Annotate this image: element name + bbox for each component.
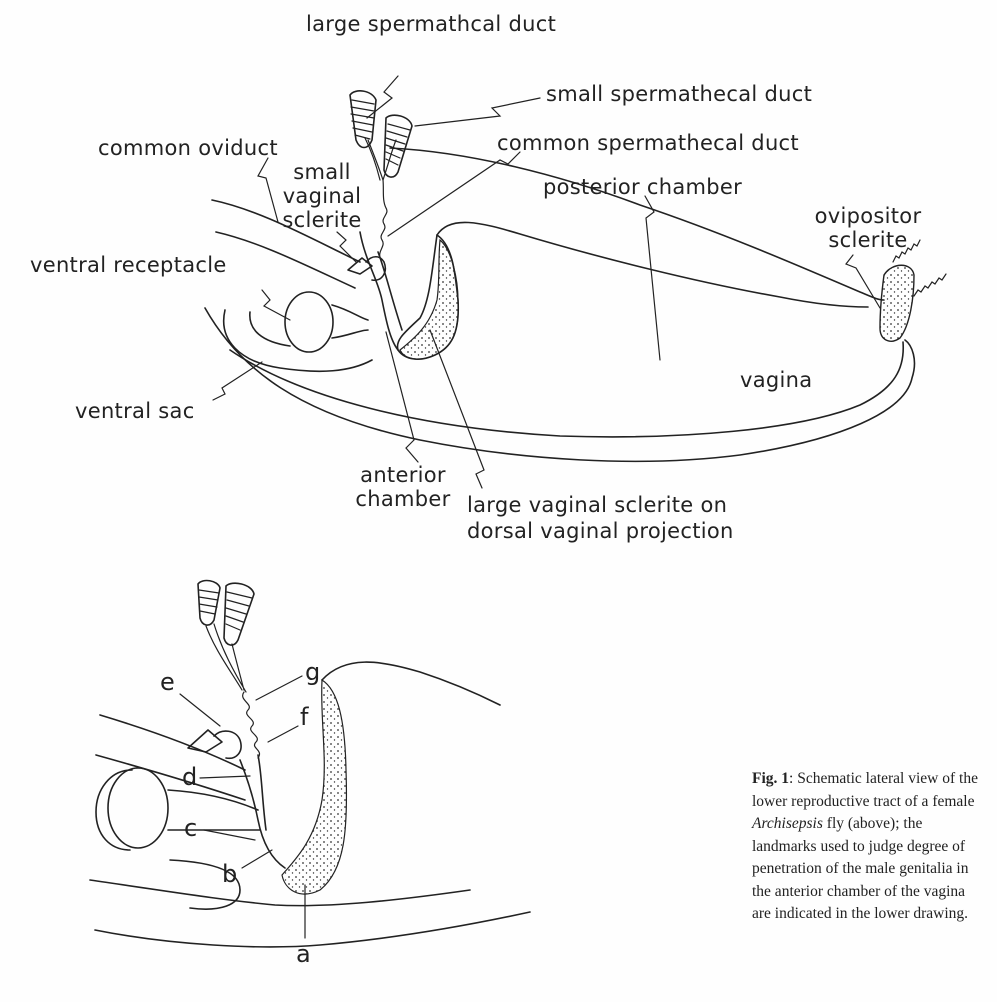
leader-small-vaginal-sclerite bbox=[337, 232, 356, 262]
leader-small-spermathecal-duct bbox=[415, 98, 540, 126]
leader-posterior-chamber bbox=[645, 196, 660, 360]
landmark-a: a bbox=[296, 942, 311, 966]
label-common-oviduct: common oviduct bbox=[98, 136, 278, 160]
figure-caption: Fig. 1: Schematic lateral view of the lo… bbox=[752, 768, 984, 926]
label-large-vaginal-sclerite: large vaginal sclerite on dorsal vaginal… bbox=[467, 492, 734, 545]
lower-common-duct bbox=[243, 692, 260, 758]
caption-genus: Archisepsis bbox=[752, 815, 823, 832]
lower-large-sclerite bbox=[282, 680, 347, 894]
landmark-line-c bbox=[204, 830, 255, 840]
label-anterior-chamber: anterior chamber bbox=[348, 463, 458, 511]
landmark-g: g bbox=[305, 660, 320, 684]
leader-large-spermathecal-duct bbox=[367, 76, 398, 118]
lower-ventral-receptacle bbox=[108, 768, 168, 848]
label-ventral-receptacle: ventral receptacle bbox=[30, 253, 227, 277]
label-small-vaginal-sclerite: small vaginal sclerite bbox=[282, 160, 362, 232]
ovipositor-sclerite bbox=[880, 265, 914, 341]
lower-dorsal-projection bbox=[322, 662, 500, 705]
large-vaginal-sclerite bbox=[400, 240, 458, 359]
lower-large-spermatheca bbox=[198, 581, 220, 626]
label-posterior-chamber: posterior chamber bbox=[543, 175, 742, 199]
anterior-chamber-left-wall bbox=[360, 232, 398, 350]
landmark-d: d bbox=[182, 765, 197, 789]
small-spermatheca bbox=[384, 115, 412, 177]
ventral-receptacle bbox=[285, 292, 333, 352]
landmark-line-b bbox=[242, 850, 272, 868]
anterior-chamber-right-wall bbox=[378, 252, 402, 330]
label-common-spermathecal-duct: common spermathecal duct bbox=[497, 131, 799, 155]
posterior-chamber-inner-wall bbox=[437, 222, 868, 307]
landmark-line-f bbox=[268, 726, 298, 742]
label-ovipositor-sclerite: ovipositor sclerite bbox=[808, 204, 928, 252]
landmark-f: f bbox=[300, 705, 308, 729]
lower-ventral-wall-inner bbox=[90, 880, 470, 906]
lower-ventral-wall-outer bbox=[95, 912, 530, 947]
common-spermathecal-duct bbox=[380, 180, 387, 258]
landmark-e: e bbox=[160, 670, 175, 694]
ventral-sac bbox=[224, 310, 372, 371]
caption-fig-label: Fig. 1 bbox=[752, 770, 789, 787]
landmark-line-g bbox=[256, 676, 302, 700]
landmark-c: c bbox=[184, 816, 197, 840]
landmark-b: b bbox=[222, 862, 237, 886]
landmark-line-e bbox=[180, 694, 220, 726]
ventral-receptacle-stalk bbox=[332, 305, 368, 338]
lower-small-sclerite bbox=[188, 730, 241, 758]
large-spermatheca bbox=[350, 91, 376, 148]
lower-drawing bbox=[90, 581, 530, 947]
landmark-line-d bbox=[200, 776, 250, 778]
label-large-spermathecal-duct: large spermathcal duct bbox=[306, 12, 556, 36]
lower-small-spermatheca bbox=[224, 583, 254, 645]
label-ventral-sac: ventral sac bbox=[75, 399, 195, 423]
ovipositor-hair-lower bbox=[914, 274, 946, 296]
common-oviduct-lower bbox=[216, 232, 355, 288]
lower-anterior-chamber-right bbox=[258, 755, 266, 830]
lower-ventral-receptacle-outer bbox=[96, 770, 132, 850]
lower-receptacle-stalk bbox=[168, 790, 260, 830]
leader-common-oviduct bbox=[258, 158, 278, 222]
label-small-spermathecal-duct: small spermathecal duct bbox=[546, 82, 812, 106]
label-vagina: vagina bbox=[740, 368, 812, 392]
leader-ovipositor-sclerite bbox=[846, 255, 880, 308]
